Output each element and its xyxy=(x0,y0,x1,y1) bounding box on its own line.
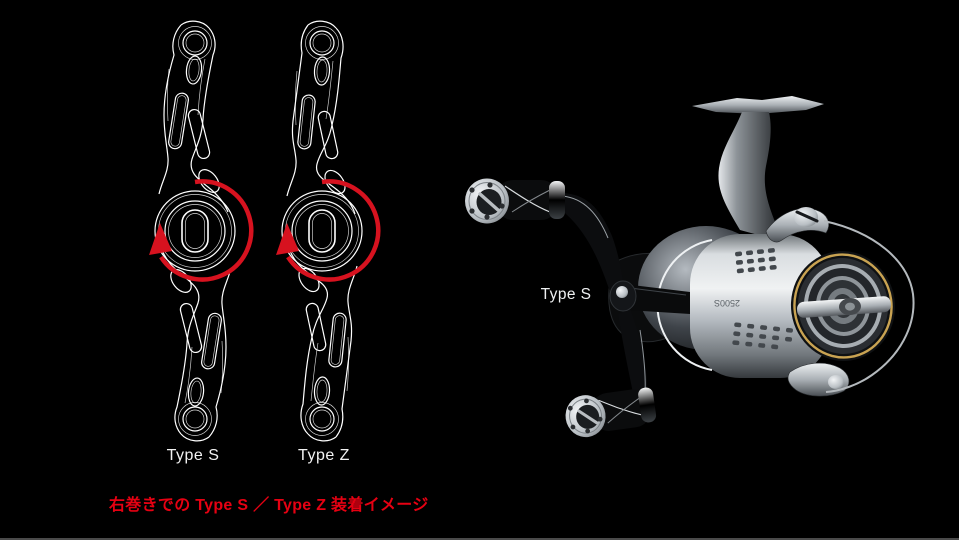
knob-collar xyxy=(549,181,565,219)
handle-arm-upper xyxy=(557,193,624,292)
handle-arm-lower xyxy=(618,308,648,398)
line-roller-screw xyxy=(828,375,844,389)
label-type-s-photo: Type S xyxy=(540,286,592,303)
crank-joint-screw xyxy=(616,286,628,298)
label-type-s-wireframe: Type S xyxy=(166,447,220,464)
caption-text: 右巻きでの Type S ／ Type Z 装着イメージ xyxy=(109,497,429,514)
handle-shaft-highlight xyxy=(629,287,687,296)
wireframe-handle-type-s xyxy=(149,20,251,442)
rotation-arrow-icon xyxy=(149,181,251,279)
wireframe-handle-type-z xyxy=(276,20,378,442)
bail-pivot-slot xyxy=(795,210,819,223)
handle-knob-upper xyxy=(465,178,565,224)
rotation-arrow-icon xyxy=(276,181,378,279)
reel-stem xyxy=(718,112,784,242)
bottom-edge-line xyxy=(0,538,959,540)
bail-wire xyxy=(823,220,915,393)
handle-hub xyxy=(281,190,363,272)
spool-gold-line-ring xyxy=(793,253,893,359)
label-type-z-wireframe: Type Z xyxy=(298,447,350,464)
drag-knob-bar xyxy=(797,296,891,318)
handle-shaft xyxy=(624,284,690,314)
reel-photo: 2500S xyxy=(465,96,915,438)
reel-rotor-spool-side xyxy=(690,234,830,378)
rotor-perforations-bottom xyxy=(732,322,793,350)
handle-wireframe-diagram xyxy=(0,20,440,442)
handle-arm-upper-edge xyxy=(561,195,609,239)
rotor-perforations-top xyxy=(735,248,777,274)
spool-size-marking: 2500S xyxy=(714,298,740,308)
reel-foot xyxy=(692,96,824,114)
handle-knob-lower xyxy=(565,387,657,438)
handle-hub xyxy=(154,190,236,272)
knob-collar xyxy=(638,387,657,423)
